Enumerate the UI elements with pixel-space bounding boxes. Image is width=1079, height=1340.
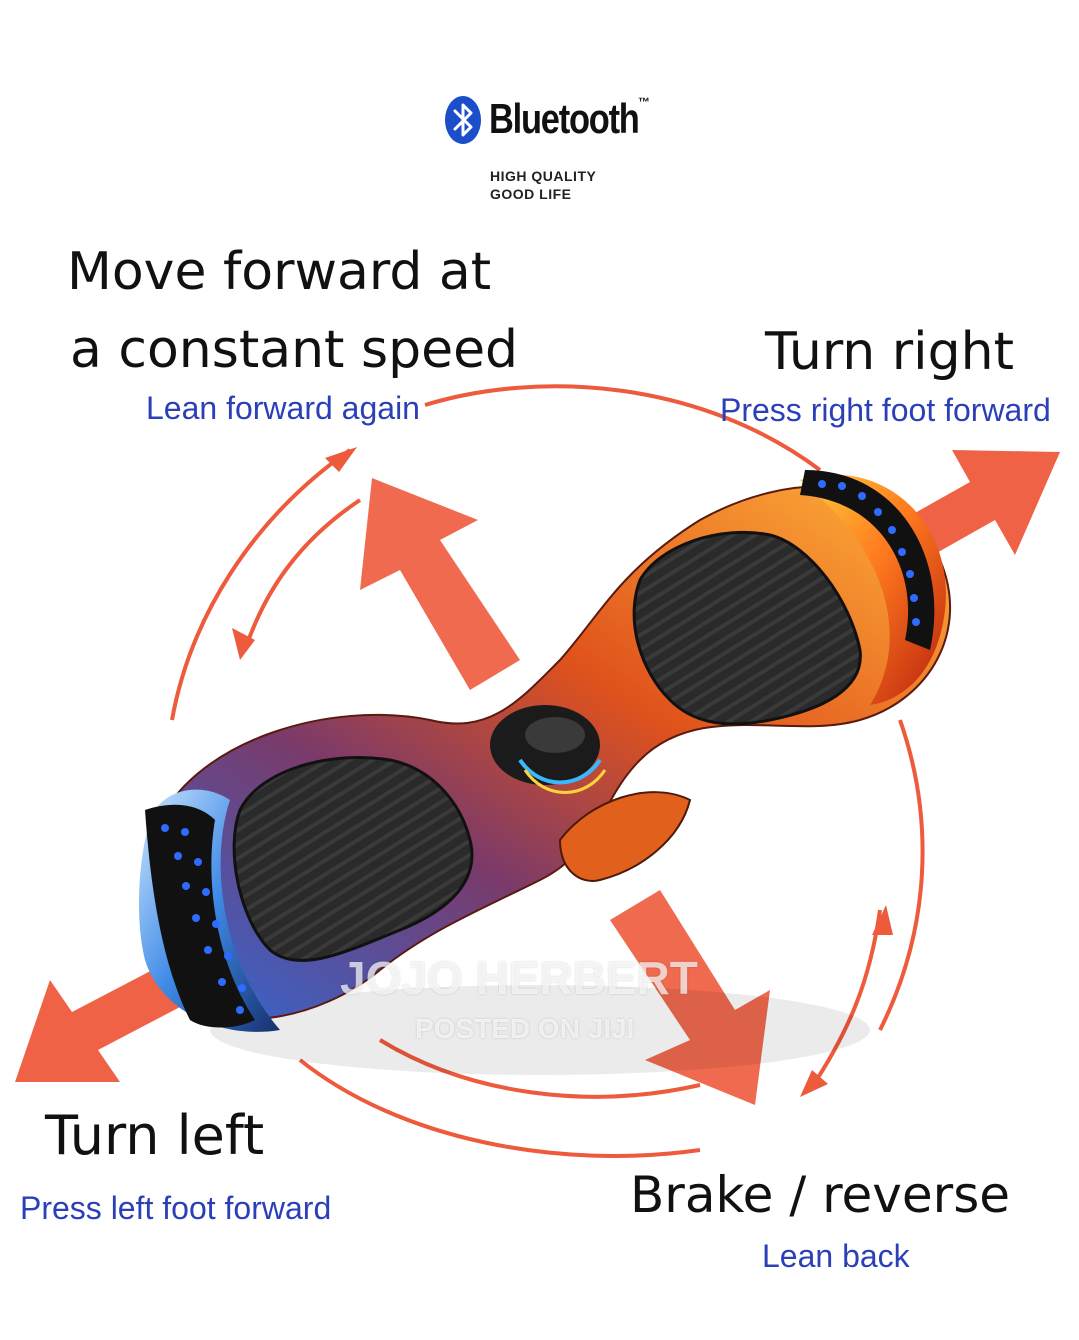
bluetooth-icon <box>445 96 481 144</box>
arrow-brake <box>610 890 770 1105</box>
arc-right-inner <box>808 909 882 1092</box>
forward-subtitle: Lean forward again <box>146 390 420 426</box>
arc-left-outer <box>170 448 352 721</box>
arc-bottom-inner <box>378 1038 701 1099</box>
turn-right-subtitle: Press right foot forward <box>720 392 1051 428</box>
arrow-forward <box>360 478 520 690</box>
turn-right-title: Turn right <box>765 322 1014 382</box>
arc-right <box>878 719 925 1031</box>
bluetooth-logo: Bluetooth ™ <box>444 93 664 149</box>
turn-left-title: Turn left <box>45 1104 265 1167</box>
brand-name: Bluetooth <box>489 95 640 142</box>
arc-left-inner <box>243 498 362 651</box>
hoverboard <box>138 470 951 1075</box>
forward-title-line-1: Move forward at <box>67 242 492 302</box>
arc-bottom <box>298 1058 701 1158</box>
brake-title: Brake / reverse <box>630 1166 1011 1224</box>
trademark-mark: ™ <box>638 95 650 109</box>
brake-subtitle: Lean back <box>762 1238 910 1274</box>
rotation-arcs <box>170 384 925 1158</box>
brand-tagline-1: HIGH QUALITY <box>490 168 597 184</box>
brand-tagline-2: GOOD LIFE <box>490 186 572 202</box>
arc-top <box>424 384 822 472</box>
turn-left-subtitle: Press left foot forward <box>20 1190 332 1226</box>
forward-title-line-2: a constant speed <box>70 320 519 380</box>
watermark-source: POSTED ON JIJI <box>415 1013 635 1044</box>
watermark-name: JOJO HERBERT <box>340 952 698 1004</box>
